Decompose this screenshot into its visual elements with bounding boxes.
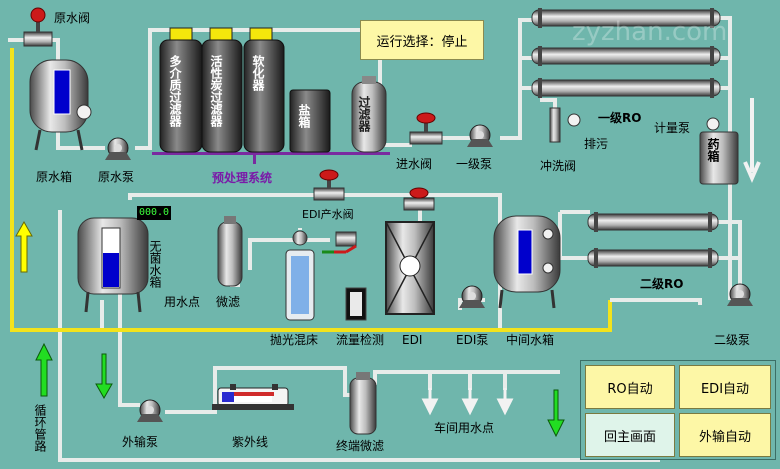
label-circ-pipe: 循环管路 [33,404,47,453]
label-out-pump: 外输泵 [122,434,158,449]
edi-auto-button[interactable]: EDI自动 [679,365,771,409]
label-raw-valve: 原水阀 [54,11,90,25]
sterile-tank-level [103,253,119,287]
label-stage2-pump: 二级泵 [714,333,750,347]
label-polish-bed: 抛光混床 [270,332,318,347]
ro-auto-button[interactable]: RO自动 [585,365,675,409]
circulation-arrow-up-green-icon [35,342,53,397]
export-auto-button[interactable]: 外输自动 [679,413,771,457]
label-mid-tank: 中间水箱 [506,332,554,347]
raw-tank [29,59,92,151]
label-sterile-tank: 无菌水箱 [148,240,162,288]
label-inlet-valve: 进水阀 [396,157,432,171]
mid-tank [493,215,561,309]
label-flush-valve: 冲洗阀 [540,158,576,173]
multi-filter [159,27,203,153]
security-filter [351,76,387,153]
label-chem-tank: 药箱 [706,137,720,163]
level-readout: 000.0 [137,206,171,220]
label-final-filter: 终端微滤 [336,438,384,453]
label-carbon-filter: 活性炭过滤器 [209,54,223,128]
chem-tank [699,131,739,185]
button-panel: RO自动 EDI自动 回主画面 外输自动 [580,360,776,460]
polish-bed [285,230,315,321]
label-ro2: 二级RO [640,276,683,291]
edi-valve[interactable] [313,169,345,201]
label-uv: 紫外线 [232,435,268,449]
workshop-outlet-arrows [421,388,514,416]
carbon-filter [201,27,243,153]
label-pretreatment: 预处理系统 [212,170,272,185]
label-edi: EDI [402,333,422,347]
flow-arrow-down-icon [743,98,761,183]
flow-arrow-down-green-right-icon [547,389,565,438]
edi-bypass-valve[interactable] [403,187,435,211]
main-screen-button[interactable]: 回主画面 [585,413,675,457]
label-flow-detect: 流量检测 [336,332,384,347]
mid-tank-level [517,229,533,275]
softener [243,27,285,153]
label-raw-pump: 原水泵 [98,170,134,184]
ro1-membranes [531,8,721,98]
raw-tank-level [53,69,71,115]
edi-pump[interactable] [459,285,485,308]
label-micro-filter: 微滤 [216,295,240,309]
pretreatment-bar [152,152,390,155]
watermark: zyzhan.com [572,17,727,47]
sterile-tank [77,217,149,313]
raw-pump[interactable] [105,137,131,160]
edi-unit [385,221,435,315]
label-use-point: 用水点 [164,295,200,309]
label-multi-filter: 多介质过滤器 [168,54,182,128]
inlet-valve[interactable] [409,112,443,145]
label-ro1: 一级RO [598,110,641,125]
stage2-pump[interactable] [727,283,753,306]
pretreatment-bar-tick [253,152,256,164]
raw-valve[interactable] [23,7,53,47]
status-box[interactable]: 运行选择：停止 [360,20,484,60]
micro-filter [217,216,243,287]
status-label: 运行选择 [376,34,429,50]
stage2-return-pipe [610,298,702,305]
final-filter [349,372,377,435]
export-pump[interactable] [137,399,163,422]
circulation-arrow-up-icon [15,220,33,273]
label-stage1-pump: 一级泵 [456,157,492,171]
return-pipe [10,48,612,332]
flush-valve[interactable] [549,107,581,143]
stage1-pump[interactable] [467,124,493,147]
uv-sterilizer [212,384,294,410]
label-raw-tank: 原水箱 [36,169,72,184]
flow-detect [322,231,367,321]
status-colon: ： [428,34,442,50]
label-drain: 排污 [584,137,608,151]
ro2-membranes [587,212,719,268]
status-value: 停止 [441,34,468,50]
label-security-filter: 过滤器 [357,95,371,133]
salt-tank [289,89,331,153]
label-dosing-pump: 计量泵 [654,121,690,135]
flow-arrow-down-green-icon [95,353,113,400]
label-edi-valve: EDI产水阀 [302,207,354,221]
label-softener: 软化器 [251,54,265,92]
label-workshop-point: 车间用水点 [434,420,494,435]
label-salt-tank: 盐箱 [297,103,311,129]
label-edi-pump: EDI泵 [456,333,488,347]
dosing-pump[interactable] [706,117,720,131]
